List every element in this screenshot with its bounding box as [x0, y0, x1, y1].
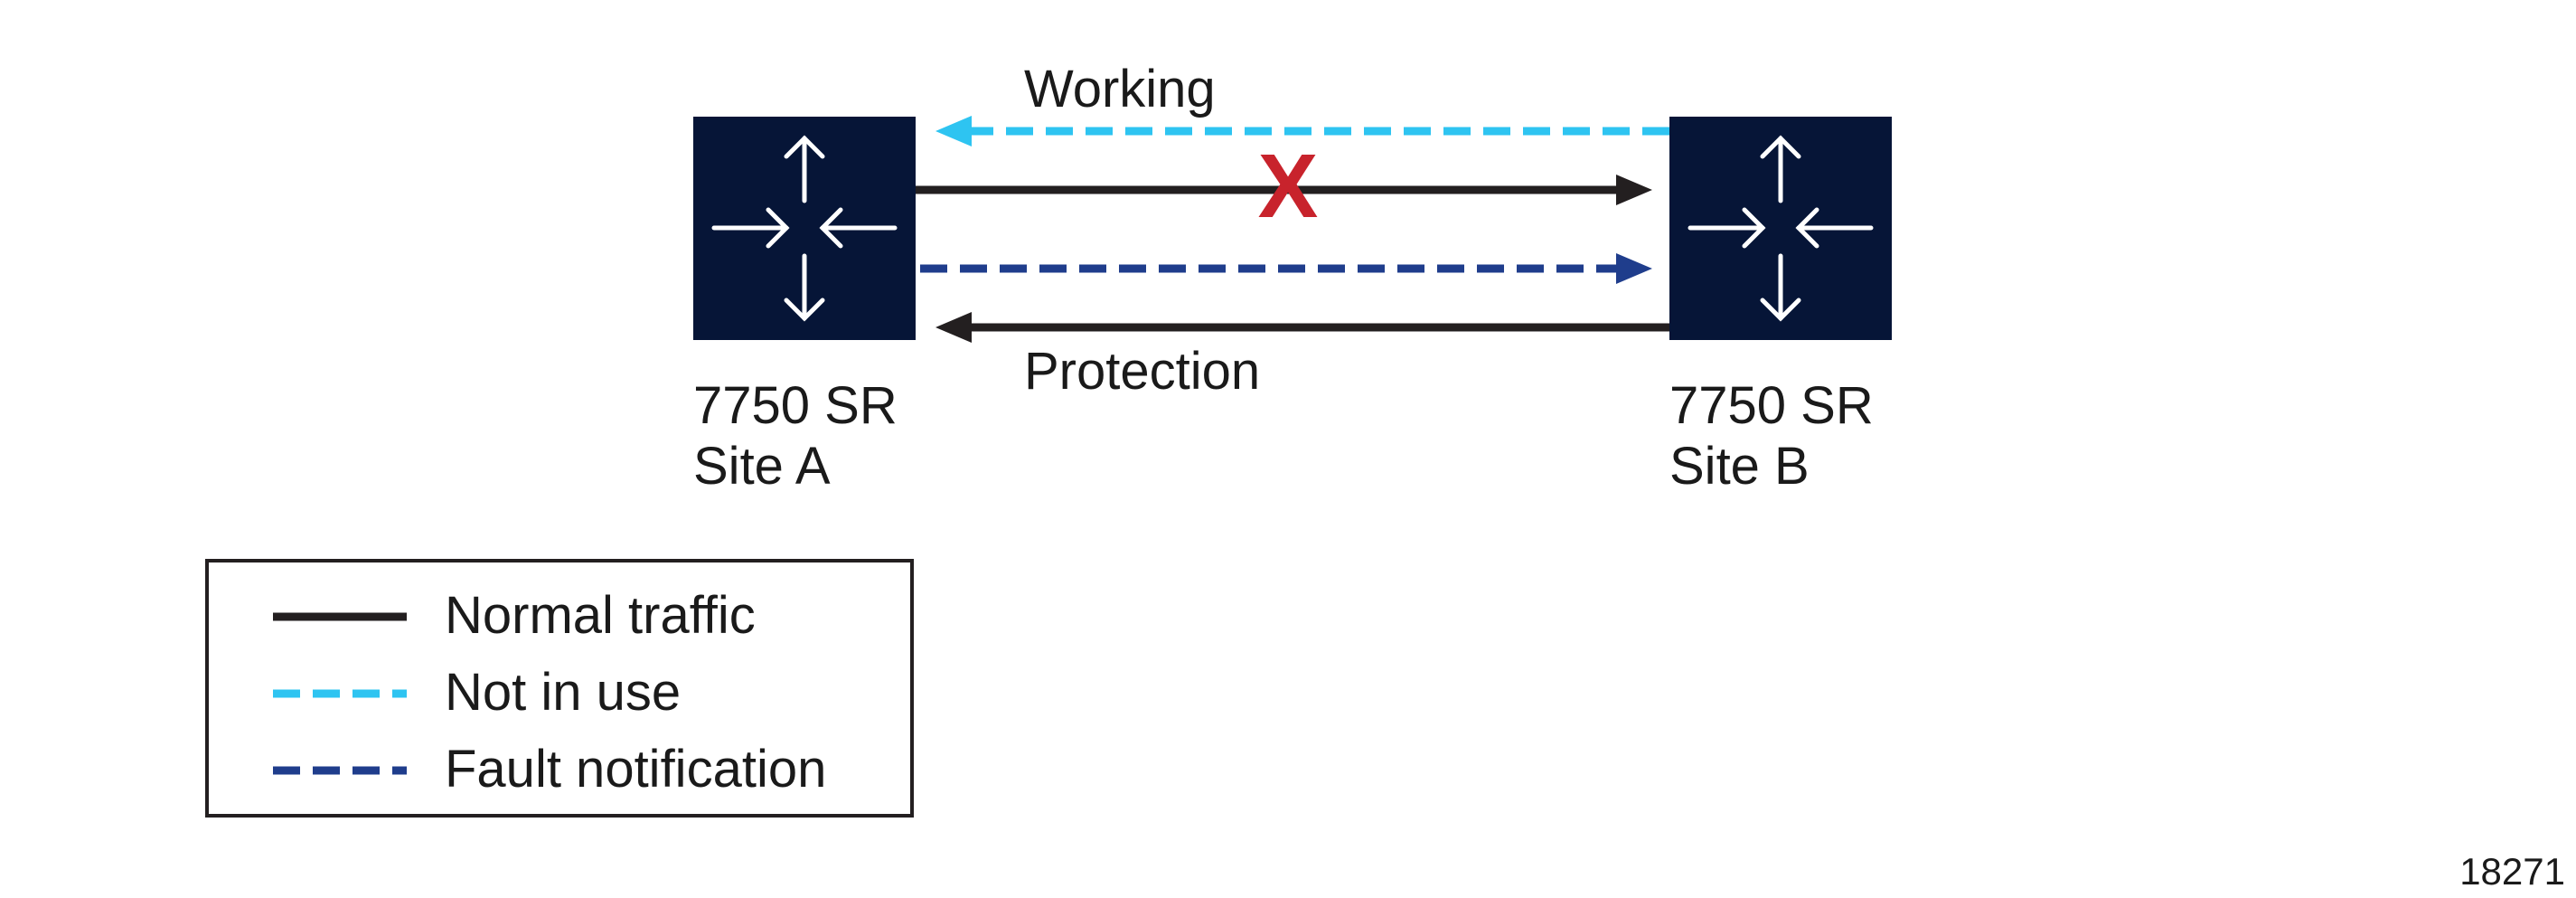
working-label: Working [1024, 60, 1216, 118]
legend-label: Normal traffic [445, 586, 756, 645]
legend: Normal traffic Not in use Fault notifica… [205, 559, 914, 818]
fault-notification-path [920, 253, 1652, 284]
site-a-model: 7750 SR [693, 376, 898, 435]
legend-label: Not in use [445, 663, 681, 722]
router-site-a [693, 117, 916, 340]
legend-item-normal: Normal traffic [273, 586, 756, 645]
legend-box [205, 559, 914, 818]
site-a-name: Site A [693, 437, 831, 496]
working-path-return [935, 116, 1669, 147]
router-site-b [1669, 117, 1892, 340]
protection-label: Protection [1024, 342, 1260, 401]
figure-id: 18271 [2459, 850, 2565, 893]
working-path-forward [916, 175, 1652, 205]
legend-label: Fault notification [445, 740, 826, 799]
fault-marker: X [1258, 136, 1319, 237]
protection-path [935, 312, 1669, 343]
site-b-name: Site B [1669, 437, 1810, 496]
site-b-model: 7750 SR [1669, 376, 1874, 435]
legend-item-not-in-use: Not in use [273, 663, 681, 722]
legend-item-fault-notification: Fault notification [273, 740, 826, 799]
